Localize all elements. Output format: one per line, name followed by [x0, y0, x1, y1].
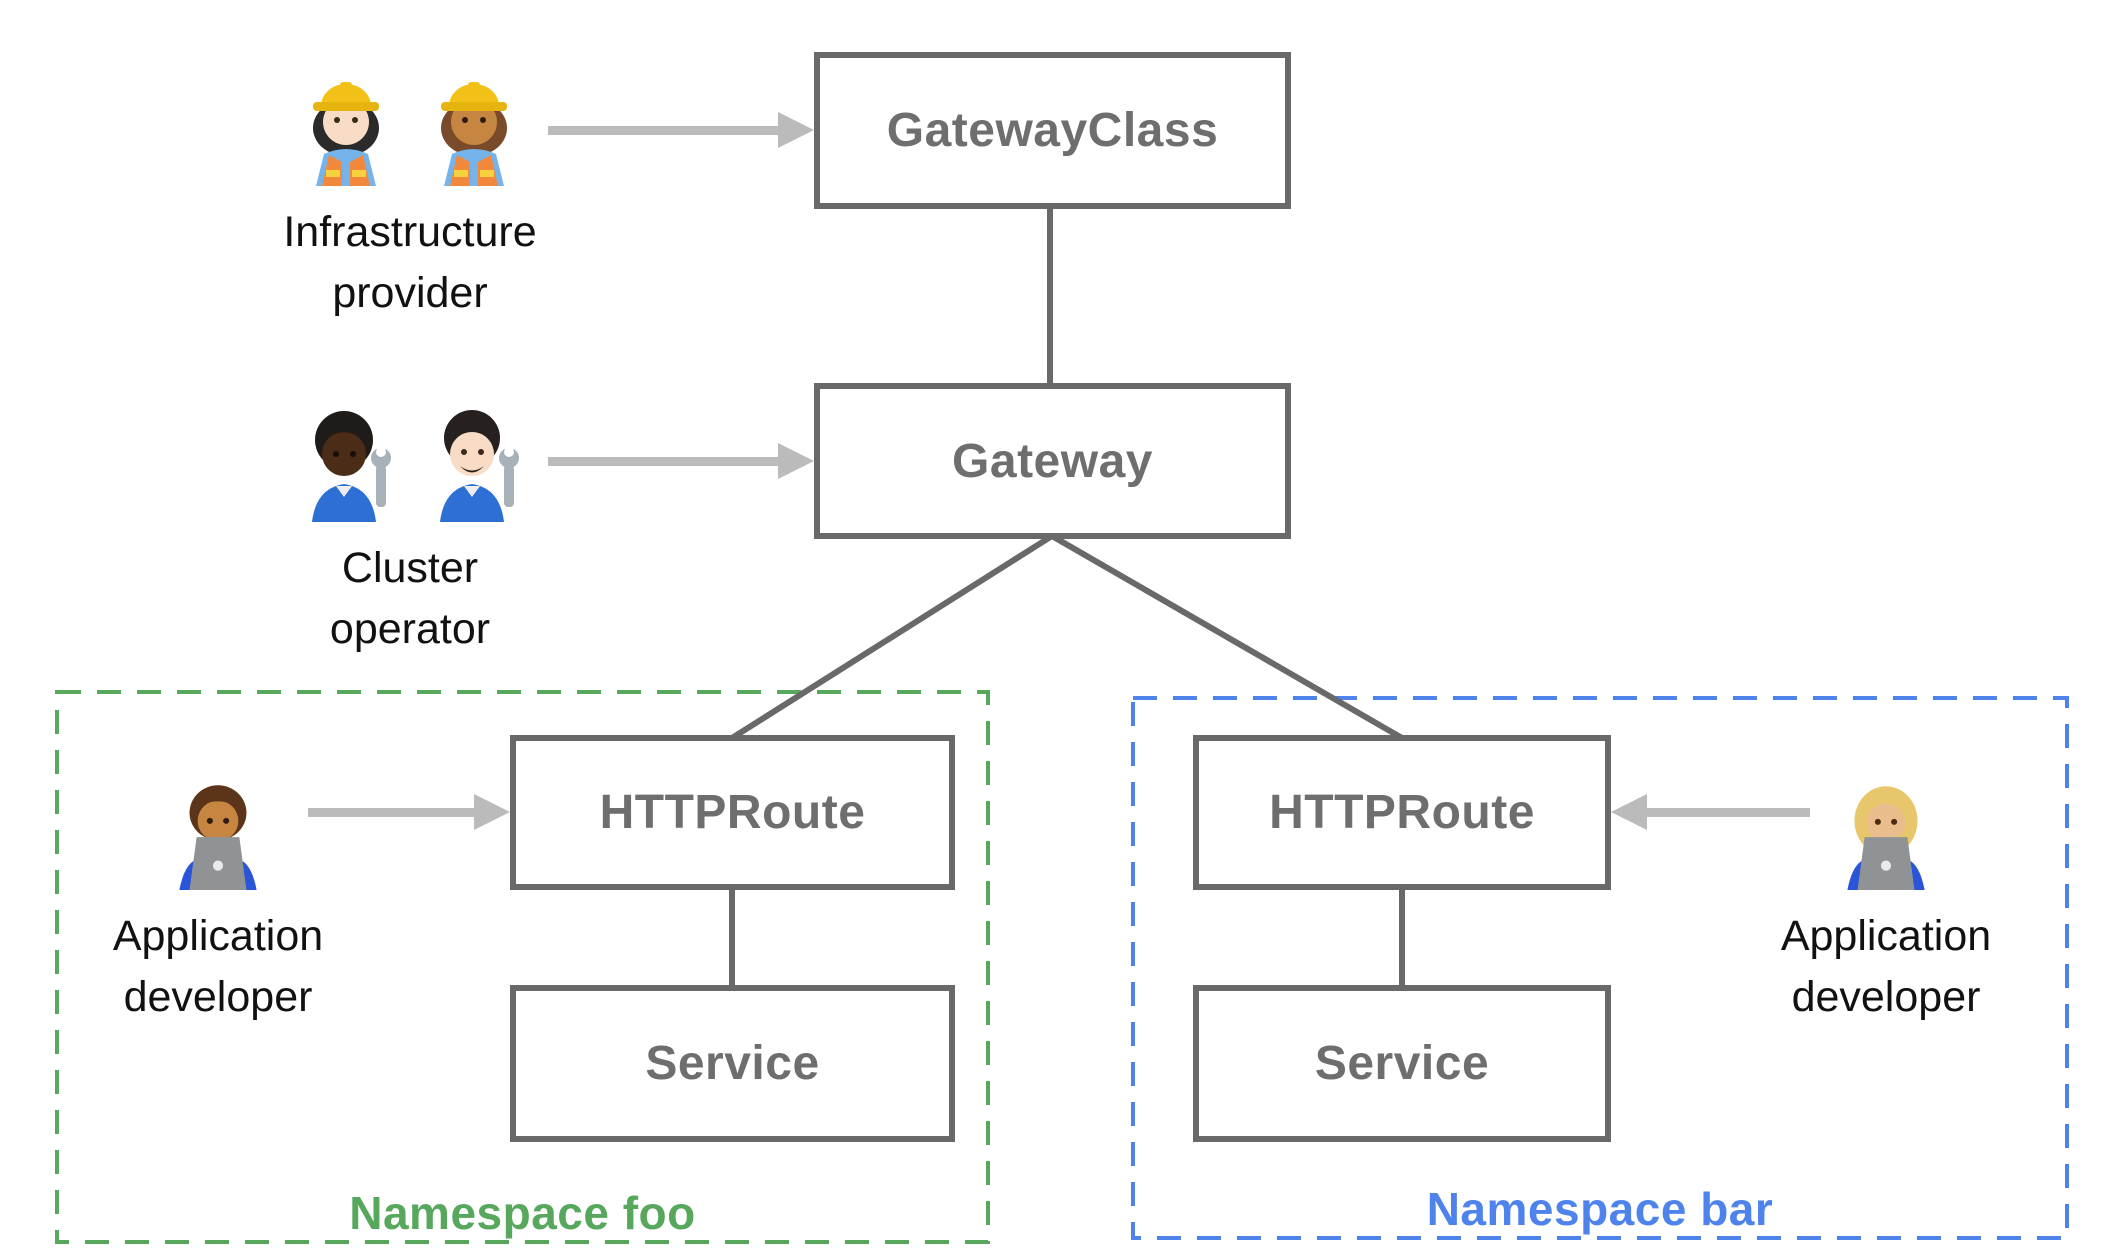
node-service-bar: Service — [1193, 985, 1611, 1142]
node-gatewayclass: GatewayClass — [814, 52, 1291, 209]
arrow-app-developer-foo-shaft — [308, 808, 476, 817]
arrow-app-developer-foo-head — [474, 794, 510, 830]
node-service-foo-label: Service — [645, 1037, 820, 1090]
node-service-bar-label: Service — [1314, 1037, 1490, 1090]
namespace-bar-label: Namespace bar — [1426, 1183, 1774, 1235]
arrow-infrastructure-provider-head — [778, 112, 814, 148]
connector-gateway-httproute-bar — [1050, 533, 1404, 741]
connector-gateway-httproute-foo — [730, 533, 1054, 741]
persona-app-developer-foo: Application developer — [68, 768, 368, 1028]
persona-infrastructure-provider: Infrastructure provider — [240, 56, 580, 324]
node-httproute-bar: HTTPRoute — [1193, 735, 1611, 890]
namespace-bar-border — [1131, 696, 2069, 1240]
arrow-app-developer-bar-shaft — [1645, 808, 1810, 817]
woman-technologist-blonde-icon — [1847, 786, 1925, 890]
node-gateway-label: Gateway — [952, 434, 1153, 488]
persona-cluster-operator: Cluster operator — [240, 392, 580, 660]
mechanic-dark-skin-icon — [312, 411, 391, 522]
arrow-infrastructure-provider-shaft — [548, 126, 780, 135]
namespace-foo-border — [55, 690, 990, 1244]
arrow-app-developer-bar-head — [1611, 794, 1647, 830]
man-technologist-medium-skin-icon — [179, 785, 257, 890]
node-gateway: Gateway — [814, 383, 1291, 539]
persona-infrastructure-provider-label: Infrastructure provider — [283, 208, 537, 318]
persona-app-developer-bar: Application developer — [1736, 768, 2036, 1028]
arrow-cluster-operator-head — [778, 443, 814, 479]
arrow-cluster-operator-shaft — [548, 457, 780, 466]
woman-construction-worker-light-skin-icon — [313, 82, 379, 186]
man-mechanic-light-skin-icon — [440, 410, 519, 522]
persona-app-developer-bar-icons — [1828, 768, 1944, 890]
persona-cluster-operator-label: Cluster operator — [329, 544, 491, 654]
persona-app-developer-foo-label: Application developer — [112, 912, 324, 1022]
persona-cluster-operator-icons — [290, 392, 530, 522]
node-gatewayclass-label: GatewayClass — [886, 104, 1219, 157]
woman-construction-worker-medium-skin-icon — [441, 82, 507, 186]
namespace-foo-label: Namespace foo — [349, 1187, 696, 1239]
persona-app-developer-foo-icons — [160, 768, 276, 890]
node-service-foo: Service — [510, 985, 955, 1142]
persona-app-developer-bar-label: Application developer — [1780, 912, 1992, 1022]
node-httproute-foo-label: HTTPRoute — [599, 786, 866, 839]
persona-infrastructure-provider-icons — [290, 56, 530, 186]
node-httproute-bar-label: HTTPRoute — [1269, 786, 1535, 839]
node-httproute-foo: HTTPRoute — [510, 735, 955, 890]
